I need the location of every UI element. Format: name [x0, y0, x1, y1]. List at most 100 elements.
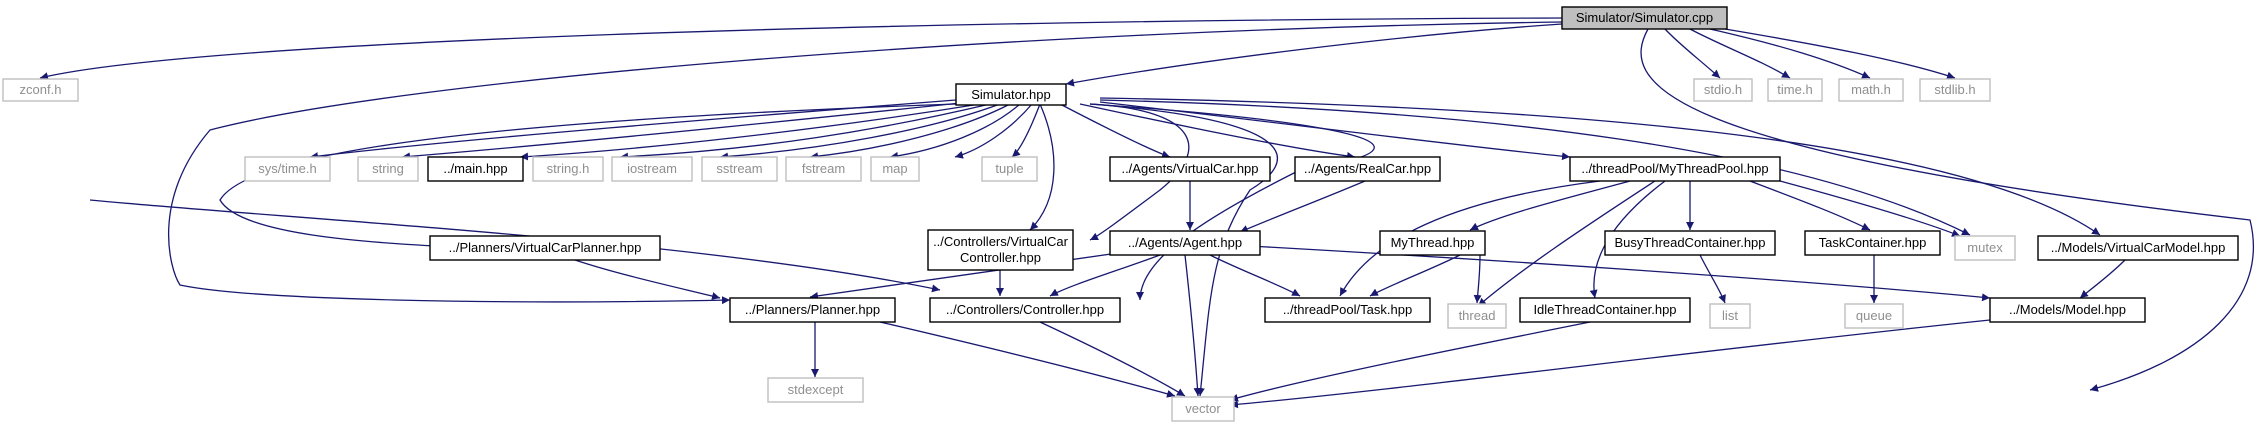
nodes: Simulator/Simulator.cpp zconf.h Simulato… [2, 6, 2239, 422]
node-stdio-h[interactable]: stdio.h [1693, 78, 1753, 102]
edge-cpp-simulatorhpp [1065, 23, 1563, 87]
edge-hpp-vector [1089, 103, 1279, 397]
node-label: queue [1856, 308, 1892, 323]
node-label: Simulator/Simulator.cpp [1576, 10, 1713, 25]
node-label: sys/time.h [258, 161, 317, 176]
edge-cpp-controller [89, 199, 941, 293]
node-label: math.h [1851, 82, 1891, 97]
node-fstream[interactable]: fstream [785, 156, 862, 182]
edge-hpp-realcar [1079, 103, 1356, 160]
node-label: stdexcept [788, 382, 844, 397]
node-mythread-hpp[interactable]: MyThread.hpp [1379, 230, 1486, 256]
edges [39, 17, 2255, 409]
node-main-hpp[interactable]: ../main.hpp [427, 156, 524, 182]
node-planner-hpp[interactable]: ../Planners/Planner.hpp [729, 297, 896, 323]
node-map[interactable]: map [870, 156, 920, 182]
node-taskcontainer-hpp[interactable]: TaskContainer.hpp [1804, 230, 1941, 256]
edge-agent-model [1249, 245, 1991, 302]
edge-agent-planner [809, 251, 1126, 300]
edge-hpp-map [954, 103, 1033, 159]
node-label: iostream [627, 161, 677, 176]
edge-hpp-virtualcar [1059, 103, 1171, 159]
node-label: tuple [995, 161, 1023, 176]
node-label: ../Models/Model.hpp [2009, 302, 2126, 317]
edge-hpp-virtualcarcontroller [1029, 103, 1055, 231]
edge-pool-taskcontainer [1749, 180, 1871, 231]
edge-agent-task [1209, 254, 1301, 297]
node-label: ../main.hpp [443, 161, 507, 176]
edge-cpp-model [1640, 28, 2255, 392]
node-label: string [372, 161, 404, 176]
node-task-hpp[interactable]: ../threadPool/Task.hpp [1264, 297, 1431, 323]
node-label: ../Planners/Planner.hpp [745, 302, 880, 317]
node-label: zconf.h [20, 82, 62, 97]
node-iostream[interactable]: iostream [611, 156, 693, 182]
node-label: list [1722, 308, 1738, 323]
edge-hpp-string [401, 101, 971, 161]
edge-idle-vector [1229, 321, 1591, 402]
edge-hpp-fstream [889, 103, 1021, 160]
edge-mythread-thread [1473, 254, 1482, 304]
node-stdlib-h[interactable]: stdlib.h [1919, 78, 1991, 102]
node-math-h[interactable]: math.h [1838, 78, 1904, 102]
edge-virtualcarmodel-model [2079, 259, 2126, 299]
node-vector[interactable]: vector [1171, 396, 1235, 422]
edge-hpp-task [1089, 103, 1375, 301]
node-label: BusyThreadContainer.hpp [1614, 235, 1765, 250]
edge-hpp-sstream [809, 103, 1011, 161]
node-label: stdio.h [1704, 82, 1742, 97]
node-label: ../Controllers/Controller.hpp [946, 302, 1104, 317]
edge-cpp-stdio [1664, 28, 1721, 79]
node-controller-hpp[interactable]: ../Controllers/Controller.hpp [929, 297, 1121, 323]
edge-cpp-stdlib [1724, 28, 1956, 80]
node-virtualcarplanner-hpp[interactable]: ../Planners/VirtualCarPlanner.hpp [429, 235, 661, 261]
edge-pool-task [1339, 180, 1601, 297]
node-virtualcarmodel-hpp[interactable]: ../Models/VirtualCarModel.hpp [2037, 235, 2239, 261]
node-agent-hpp[interactable]: ../Agents/Agent.hpp [1109, 230, 1261, 256]
node-model-hpp[interactable]: ../Models/Model.hpp [1989, 297, 2146, 323]
node-list[interactable]: list [1709, 303, 1751, 329]
edge-mythread-task [1369, 254, 1461, 297]
edge-hpp-tuple [1011, 103, 1041, 158]
node-label: mutex [1967, 240, 2003, 255]
node-thread[interactable]: thread [1447, 303, 1507, 329]
node-stdexcept[interactable]: stdexcept [767, 377, 864, 403]
node-string-h[interactable]: string.h [532, 156, 604, 182]
node-sys-time-h[interactable]: sys/time.h [244, 156, 331, 182]
node-realcar-hpp[interactable]: ../Agents/RealCar.hpp [1294, 156, 1441, 182]
node-label: MyThread.hpp [1391, 235, 1475, 250]
node-time-h[interactable]: time.h [1767, 78, 1823, 102]
node-simulator-cpp[interactable]: Simulator/Simulator.cpp [1561, 6, 1728, 30]
node-string[interactable]: string [357, 156, 419, 182]
node-label: stdlib.h [1934, 82, 1975, 97]
node-label: sstream [716, 161, 762, 176]
node-label: IdleThreadContainer.hpp [1533, 302, 1676, 317]
node-label: TaskContainer.hpp [1819, 235, 1927, 250]
edge-cpp-planner [168, 21, 1563, 305]
node-idlethreadcontainer-hpp[interactable]: IdleThreadContainer.hpp [1519, 297, 1691, 323]
node-label: fstream [802, 161, 845, 176]
node-virtualcar-hpp[interactable]: ../Agents/VirtualCar.hpp [1109, 156, 1271, 182]
edge-cpp-zconf [39, 17, 1563, 81]
node-label: string.h [547, 161, 590, 176]
node-label: time.h [1777, 82, 1812, 97]
edge-pool-thread [1477, 180, 1656, 307]
node-label: Simulator.hpp [971, 87, 1051, 102]
node-label: ../threadPool/Task.hpp [1283, 302, 1412, 317]
node-queue[interactable]: queue [1844, 303, 1904, 329]
edge-planner-vector [879, 321, 1176, 398]
node-mythreadpool-hpp[interactable]: ../threadPool/MyThreadPool.hpp [1569, 156, 1781, 182]
node-tuple[interactable]: tuple [981, 156, 1038, 182]
edge-model-vector [1229, 319, 1991, 409]
node-busythreadcontainer-hpp[interactable]: BusyThreadContainer.hpp [1604, 230, 1776, 256]
node-mutex[interactable]: mutex [1954, 235, 2016, 261]
node-simulator-hpp[interactable]: Simulator.hpp [955, 83, 1067, 106]
node-label: vector [1185, 401, 1221, 416]
node-label: map [882, 161, 907, 176]
node-zconf-h[interactable]: zconf.h [2, 78, 79, 102]
node-label: ../Agents/RealCar.hpp [1304, 161, 1431, 176]
edge-controller-vector [1039, 321, 1186, 397]
node-sstream[interactable]: sstream [701, 156, 778, 182]
